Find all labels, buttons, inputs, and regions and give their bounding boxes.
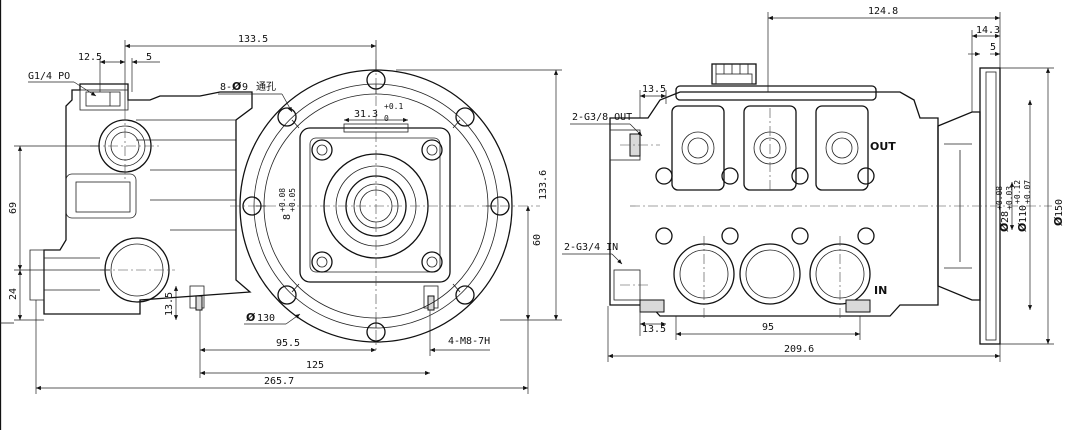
svg-text:Ø: Ø xyxy=(232,80,242,93)
dim-small-offset: 5 xyxy=(146,52,152,63)
dim-bottom-left: 24 xyxy=(8,288,19,300)
dim-overall-length-right: 209.6 xyxy=(784,344,814,355)
dim-flange-width: 14.3 xyxy=(976,25,1000,36)
label-g14-po: G1/4 PO xyxy=(28,71,70,82)
stamp-in: IN xyxy=(874,284,887,297)
label-holes-dia: 9 xyxy=(242,82,248,93)
dim-out-offset: 13.5 xyxy=(642,84,666,95)
dim-left-height: 69 xyxy=(8,202,19,214)
svg-text:Ø: Ø xyxy=(1052,216,1065,226)
left-view: 133.5 12.5 5 G1/4 PO 8- Ø 9 通孔 31.3 +0.1… xyxy=(8,34,562,394)
svg-text:Ø: Ø xyxy=(1016,222,1029,232)
label-holes-note: 通孔 xyxy=(256,81,276,93)
dim-mid-height: 60 xyxy=(532,234,543,246)
dim-key-tol-upper: +0.1 xyxy=(384,102,403,111)
dim-pilot-tol-upper: +0.12 xyxy=(1013,180,1022,204)
label-holes-prefix: 8- xyxy=(220,82,232,93)
dim-inlet-spacing: 95 xyxy=(762,322,774,333)
dim-key-width: 31.3 xyxy=(354,109,378,120)
label-out: 2-G3/8 OUT xyxy=(572,112,632,123)
dim-right-height: 133.6 xyxy=(538,170,549,200)
label-in: 2-G3/4 IN xyxy=(564,242,618,253)
dim-circle-dia: 130 xyxy=(257,313,275,324)
dim-key-tol-lower: 0 xyxy=(384,114,389,123)
right-view: OUT IN 124.8 14.3 5 13.5 2-G3/8 OUT 2-G3… xyxy=(562,6,1065,362)
dim-top-width: 133.5 xyxy=(238,34,268,45)
dim-key-depth: 8 xyxy=(282,214,293,220)
dim-key-depth-tol-upper: +0.08 xyxy=(278,188,287,212)
dim-flange-dia: 150 xyxy=(1054,199,1065,217)
dim-shaft-tol-upper: +0.08 xyxy=(995,186,1004,210)
svg-text:Ø: Ø xyxy=(246,311,256,324)
dim-shaft-tol-lower: +0.03 xyxy=(1005,186,1014,210)
dim-flange-small: 5 xyxy=(990,42,996,53)
dim-125: 125 xyxy=(306,360,324,371)
svg-text:Ø: Ø xyxy=(998,222,1011,232)
dim-overall-length: 265.7 xyxy=(264,376,294,387)
dim-95-5: 95.5 xyxy=(276,338,300,349)
dim-top-length: 124.8 xyxy=(868,6,898,17)
dim-pilot-tol-lower: +0.07 xyxy=(1023,180,1032,204)
dim-bottom-offset: 13.5 xyxy=(642,324,666,335)
dim-shaft-dia: 28 xyxy=(1000,211,1011,223)
dim-key-depth-tol-lower: +0.05 xyxy=(288,188,297,212)
stamp-out: OUT xyxy=(870,140,896,153)
dim-small-height: 13.5 xyxy=(164,292,175,316)
label-thread: 4-M8-7H xyxy=(448,336,490,347)
dim-port-offset: 12.5 xyxy=(78,52,102,63)
dim-pilot-dia: 110 xyxy=(1018,205,1029,223)
